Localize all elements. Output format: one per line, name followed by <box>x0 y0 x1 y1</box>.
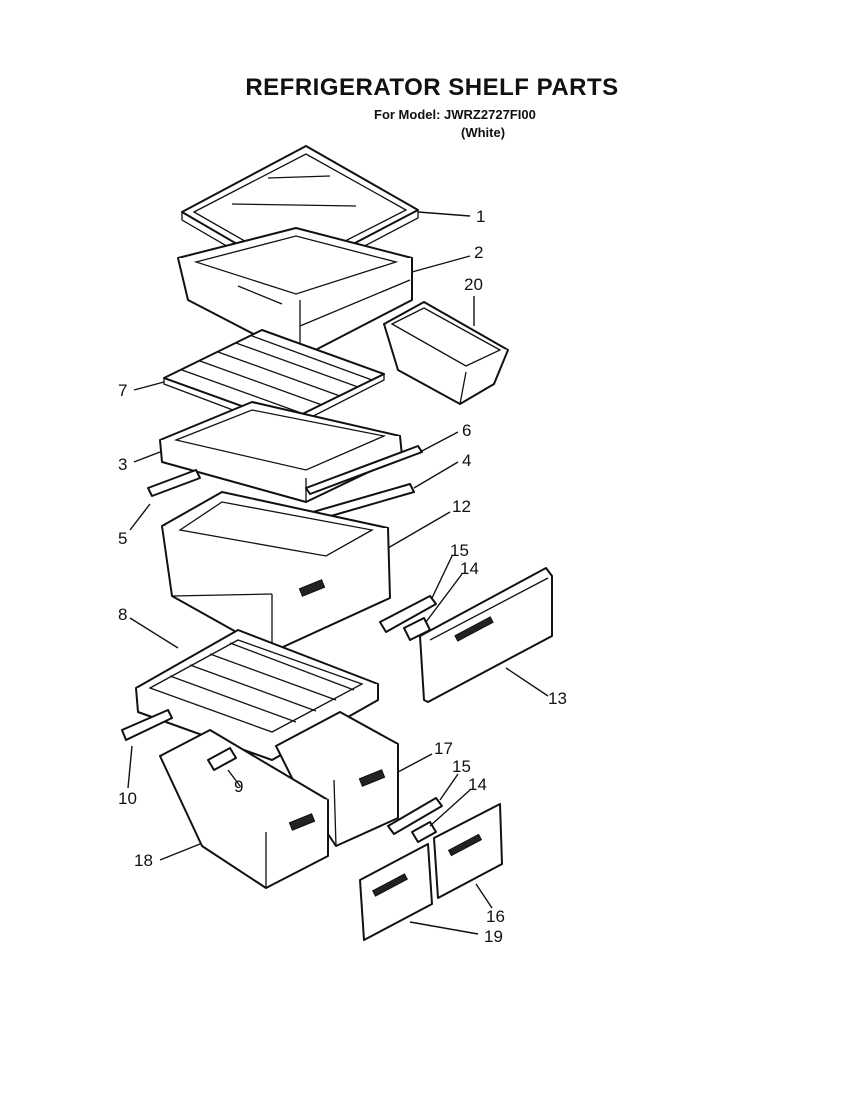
callout-3: 3 <box>118 455 127 474</box>
callout-14-lower: 14 <box>468 775 487 794</box>
callout-labels: 1 2 20 7 6 3 4 12 5 15 14 8 13 17 15 14 … <box>118 207 567 946</box>
callout-12: 12 <box>452 497 471 516</box>
callout-19: 19 <box>484 927 503 946</box>
callout-16: 16 <box>486 907 505 926</box>
callout-17: 17 <box>434 739 453 758</box>
part-18-vegetable-pan <box>159 729 329 889</box>
model-line: For Model: JWRZ2727FI00 <box>374 107 536 122</box>
leader-lines <box>127 211 549 935</box>
part-20-small-bin <box>383 301 509 405</box>
color-variant: (White) <box>461 125 506 140</box>
callout-6: 6 <box>462 421 471 440</box>
part-13-drawer-front <box>419 567 553 703</box>
part-16-drawer-front <box>433 803 503 899</box>
callout-9: 9 <box>234 777 243 796</box>
callout-10: 10 <box>118 789 137 808</box>
part-9-divider <box>207 747 237 771</box>
callout-7: 7 <box>118 381 127 400</box>
part-19-drawer-front <box>359 843 433 941</box>
part-10-rail <box>121 709 173 741</box>
callout-14-upper: 14 <box>460 559 479 578</box>
callout-5: 5 <box>118 529 127 548</box>
part-5-rail <box>147 469 201 497</box>
callout-15-upper: 15 <box>450 541 469 560</box>
part-2-shelf-frame <box>177 227 413 359</box>
callout-13: 13 <box>548 689 567 708</box>
part-15-slide-upper <box>379 595 437 633</box>
part-17-meat-pan <box>275 711 399 847</box>
part-15-slide-lower <box>387 797 443 835</box>
callout-8: 8 <box>118 605 127 624</box>
part-8-glass-shelf <box>135 629 379 761</box>
callout-15-lower: 15 <box>452 757 471 776</box>
part-6-rail <box>305 445 423 495</box>
callout-20: 20 <box>464 275 483 294</box>
part-12-crisper-pan <box>161 491 391 653</box>
callout-18: 18 <box>134 851 153 870</box>
page-title: REFRIGERATOR SHELF PARTS <box>245 74 619 101</box>
callout-4: 4 <box>462 451 471 470</box>
part-7-wire-shelf <box>163 329 385 431</box>
part-14-cover-lower <box>411 821 437 843</box>
callout-2: 2 <box>474 243 483 262</box>
callout-1: 1 <box>476 207 485 226</box>
part-3-crisper-cover-frame <box>159 401 403 503</box>
